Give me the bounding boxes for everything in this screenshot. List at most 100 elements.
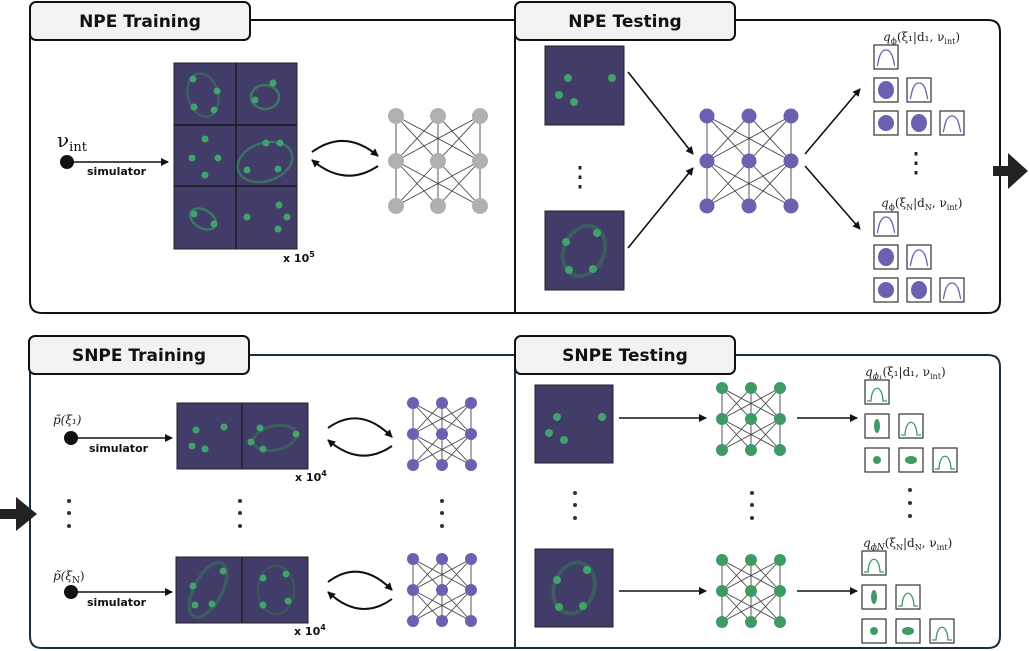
npe-training-title: NPE Training	[79, 12, 201, 32]
nn-edge	[412, 402, 472, 435]
corner-cell	[932, 447, 958, 473]
simulator-label: simulator	[87, 596, 147, 609]
npe-posterior-ellipsis: ⋮	[902, 147, 930, 178]
nn-edge	[706, 115, 750, 162]
nn-edge	[441, 558, 472, 591]
nn-node	[407, 584, 419, 596]
snpe-sim-pair-1	[176, 402, 309, 470]
nn-node	[388, 198, 404, 214]
nn-edge	[721, 418, 752, 451]
nn-node	[741, 153, 757, 169]
nn-edge	[750, 387, 781, 420]
nn-edge	[721, 559, 781, 592]
corner-cell	[861, 550, 887, 576]
nn-node	[716, 382, 728, 394]
marginal-histogram-icon	[876, 49, 896, 67]
source-dot	[210, 220, 218, 228]
nu-subscript: int	[69, 140, 88, 155]
joint-density-icon	[878, 248, 894, 266]
nn-node	[716, 616, 728, 628]
source-dot	[190, 103, 198, 111]
nn-edge	[437, 115, 481, 162]
joint-density-icon	[870, 627, 878, 635]
npe-training-tab: NPE Training	[29, 1, 251, 41]
joint-density-icon	[911, 281, 927, 299]
nn-node	[716, 585, 728, 597]
arrow-nn-to-posteriorn-icon	[804, 165, 861, 230]
marginal-histogram-icon	[898, 592, 918, 607]
snpe-multiplier-1: x 104	[295, 469, 327, 484]
snpe-testing-ellipses	[573, 488, 912, 520]
arrow-nn-to-posterior1-icon	[804, 88, 861, 155]
snpe-testing-title: SNPE Testing	[562, 346, 688, 366]
npe-training-panel	[29, 19, 516, 314]
snpe-exchange-arrows-n-icon	[327, 570, 393, 610]
nn-edge	[721, 559, 752, 592]
nn-edge	[395, 160, 481, 207]
marginal-histogram-icon	[864, 558, 884, 573]
joint-density-icon	[878, 81, 894, 99]
npe-posterior-n-label: qϕ(ξN|dN, νint)	[881, 196, 962, 213]
snpe-multiplier-n: x 104	[294, 623, 326, 638]
nn-node	[774, 444, 786, 456]
snpe-neural-network-n-icon	[407, 553, 477, 627]
source-dot	[269, 79, 277, 87]
nn-node	[436, 584, 448, 596]
nn-node	[465, 553, 477, 565]
nu-symbol: ν	[57, 128, 69, 152]
nn-edge	[750, 590, 781, 623]
source-dot	[188, 154, 196, 162]
source-dot	[189, 75, 197, 83]
nn-node	[388, 153, 404, 169]
nn-node	[783, 108, 799, 124]
nn-edge	[706, 115, 792, 162]
nn-node	[465, 459, 477, 471]
snpe-test-data-1	[534, 384, 614, 464]
nn-node	[465, 584, 477, 596]
npe-multiplier: x 105	[283, 250, 315, 265]
nn-node	[472, 153, 488, 169]
nn-node	[716, 554, 728, 566]
source-dot	[190, 210, 198, 218]
source-dot	[275, 201, 283, 209]
nn-node	[699, 198, 715, 214]
prior-n-input: p̃(ξN) simulator	[53, 569, 173, 609]
corner-cell	[864, 379, 890, 405]
source-dot	[201, 171, 209, 179]
nn-node	[407, 615, 419, 627]
nn-edge	[706, 160, 750, 207]
nn-edge	[441, 589, 472, 622]
nn-edge	[412, 402, 443, 435]
npe-testing-tab: NPE Testing	[514, 1, 736, 41]
nn-node	[436, 553, 448, 565]
nn-edge	[706, 160, 792, 207]
nn-edge	[412, 558, 472, 591]
nn-node	[407, 553, 419, 565]
nn-edge	[721, 590, 781, 623]
nn-node	[783, 198, 799, 214]
nn-edge	[441, 402, 472, 435]
nn-edge	[412, 558, 443, 591]
nn-edge	[750, 559, 781, 592]
simulator-label: simulator	[89, 442, 149, 455]
joint-density-icon	[902, 627, 914, 635]
marginal-histogram-icon	[867, 387, 887, 402]
snpe-posterior-1-label: qϕ₁(ξ₁|d₁, νint)	[865, 365, 946, 382]
joint-density-icon	[871, 590, 877, 604]
joint-density-icon	[878, 282, 894, 298]
nn-node	[436, 397, 448, 409]
source-dot	[243, 213, 251, 221]
marginal-histogram-icon	[932, 626, 952, 641]
corner-cell	[898, 447, 924, 473]
nn-node	[741, 198, 757, 214]
joint-density-icon	[873, 456, 881, 464]
corner-cell	[895, 584, 921, 610]
joint-density-icon	[905, 456, 917, 464]
nn-edge	[721, 387, 781, 420]
snpe-training-tab: SNPE Training	[28, 335, 250, 375]
source-dot	[210, 106, 218, 114]
nn-node	[436, 459, 448, 471]
nn-node	[430, 198, 446, 214]
nn-node	[407, 459, 419, 471]
nn-node	[716, 413, 728, 425]
